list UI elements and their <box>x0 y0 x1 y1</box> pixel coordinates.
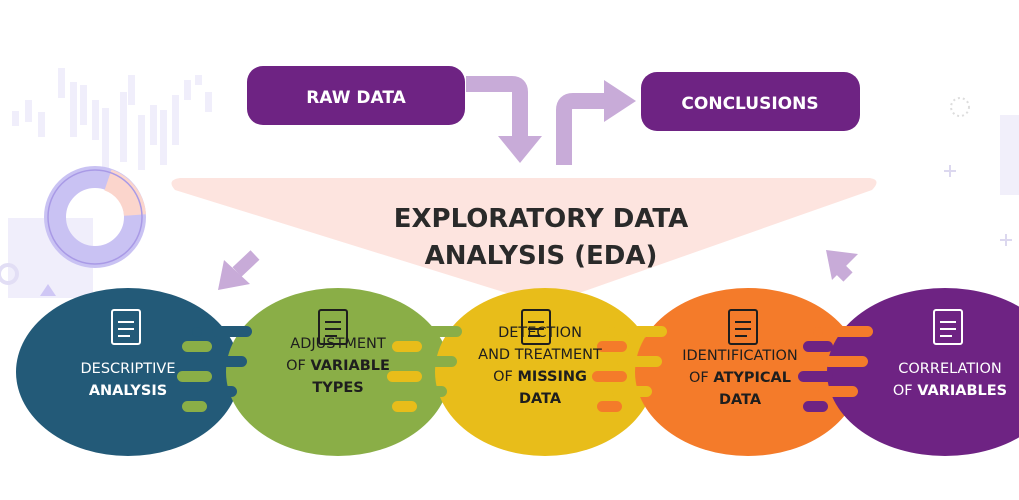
raw-data-label: RAW DATA <box>306 88 406 108</box>
arrow-eda-to-conclusions <box>556 80 636 165</box>
stripe <box>182 401 207 412</box>
label-segment: DETECTION <box>498 325 582 341</box>
dot <box>192 327 202 337</box>
arrow-to-descriptive-analysis <box>218 250 260 290</box>
arrow-from-correlation <box>826 250 858 282</box>
stripe <box>617 356 662 367</box>
stage-missing-label-line: OF MISSING <box>493 369 587 385</box>
stage-missing-label-line: DATA <box>519 391 562 407</box>
dot <box>402 327 412 337</box>
label-segment: VARIABLE <box>310 358 389 374</box>
stripe <box>392 401 417 412</box>
stripe <box>212 326 252 337</box>
stripe <box>597 401 622 412</box>
stage-missing-shape <box>435 288 655 456</box>
stage-descriptive-label-line: ANALYSIS <box>89 383 167 399</box>
stage-adjustment-label-line: ADJUSTMENT <box>290 336 386 352</box>
label-segment: OF <box>893 383 917 399</box>
conclusions-label: CONCLUSIONS <box>681 94 818 114</box>
stage-atypical-label-line: IDENTIFICATION <box>682 348 798 364</box>
arrow-raw-data-into-eda <box>466 76 542 163</box>
stripe <box>597 341 627 352</box>
stripe <box>412 356 457 367</box>
stage-missing-label-line: DETECTION <box>498 325 582 341</box>
label-segment: VARIABLES <box>917 383 1007 399</box>
document-magnifier-chart-icon <box>728 309 758 345</box>
label-segment: DESCRIPTIVE <box>81 361 176 377</box>
stripe <box>803 341 833 352</box>
triangle-decoration <box>40 284 56 296</box>
raw-data-box: RAW DATA <box>247 66 465 125</box>
stripe <box>818 386 858 397</box>
stripe <box>202 356 247 367</box>
label-segment: OF <box>493 369 517 385</box>
gear-icon <box>0 263 19 285</box>
title-line-1: EXPLORATORY DATA <box>394 204 689 234</box>
clipboard-warning-icon <box>521 309 551 345</box>
stripe <box>612 386 652 397</box>
dotted-circle-decoration <box>950 97 970 117</box>
label-segment: ATYPICAL <box>713 370 791 386</box>
stage-descriptive-label-line: DESCRIPTIVE <box>81 361 176 377</box>
dot <box>607 327 617 337</box>
stage-connector-stripes <box>798 326 873 412</box>
stripe <box>407 386 447 397</box>
stripe <box>833 326 873 337</box>
label-segment: TYPES <box>312 380 363 396</box>
stage-connector-stripes <box>592 326 667 412</box>
stage-connector-stripes <box>177 326 252 412</box>
window-puzzle-icon <box>933 309 963 345</box>
checklist-document-pencil-icon <box>111 309 141 345</box>
label-segment: CORRELATION <box>898 361 1001 377</box>
label-segment: OF <box>689 370 713 386</box>
stage-descriptive-shape <box>16 288 240 456</box>
label-segment: OF <box>286 358 310 374</box>
stage-atypical-shape <box>635 288 861 456</box>
stripe <box>627 326 667 337</box>
label-segment: MISSING <box>517 369 587 385</box>
label-segment: DATA <box>519 391 562 407</box>
dot <box>813 327 823 337</box>
stage-missing-label-line: AND TREATMENT <box>478 347 602 363</box>
stage-connector-stripes <box>387 326 462 412</box>
donut-chart-icon <box>44 166 146 268</box>
stripe <box>387 371 422 382</box>
title-line-2: ANALYSIS (EDA) <box>425 241 658 271</box>
stripe <box>823 356 868 367</box>
stage-atypical-label-line: DATA <box>719 392 762 408</box>
stripe <box>803 401 828 412</box>
conclusions-box: CONCLUSIONS <box>641 72 860 131</box>
stage-adjustment-shape <box>226 288 450 456</box>
sparkle-icon <box>944 165 1012 246</box>
stripe <box>197 386 237 397</box>
window-resize-arrows-icon <box>318 309 348 345</box>
stripe <box>182 341 212 352</box>
label-segment: ADJUSTMENT <box>290 336 386 352</box>
stripe <box>392 341 422 352</box>
stripe <box>422 326 462 337</box>
stage-correlation-shape <box>827 288 1019 456</box>
label-segment: AND TREATMENT <box>478 347 602 363</box>
label-segment: ANALYSIS <box>89 383 167 399</box>
stripe <box>798 371 833 382</box>
stage-correlation-label-line: OF VARIABLES <box>893 383 1007 399</box>
stripe <box>592 371 627 382</box>
stage-atypical-label-line: OF ATYPICAL <box>689 370 791 386</box>
stage-correlation-label-line: CORRELATION <box>898 361 1001 377</box>
stripe <box>177 371 212 382</box>
label-segment: DATA <box>719 392 762 408</box>
label-segment: IDENTIFICATION <box>682 348 798 364</box>
stage-adjustment-label-line: TYPES <box>312 380 363 396</box>
background-decoration <box>8 68 1019 298</box>
eda-funnel <box>171 178 877 305</box>
stage-adjustment-label-line: OF VARIABLE <box>286 358 390 374</box>
